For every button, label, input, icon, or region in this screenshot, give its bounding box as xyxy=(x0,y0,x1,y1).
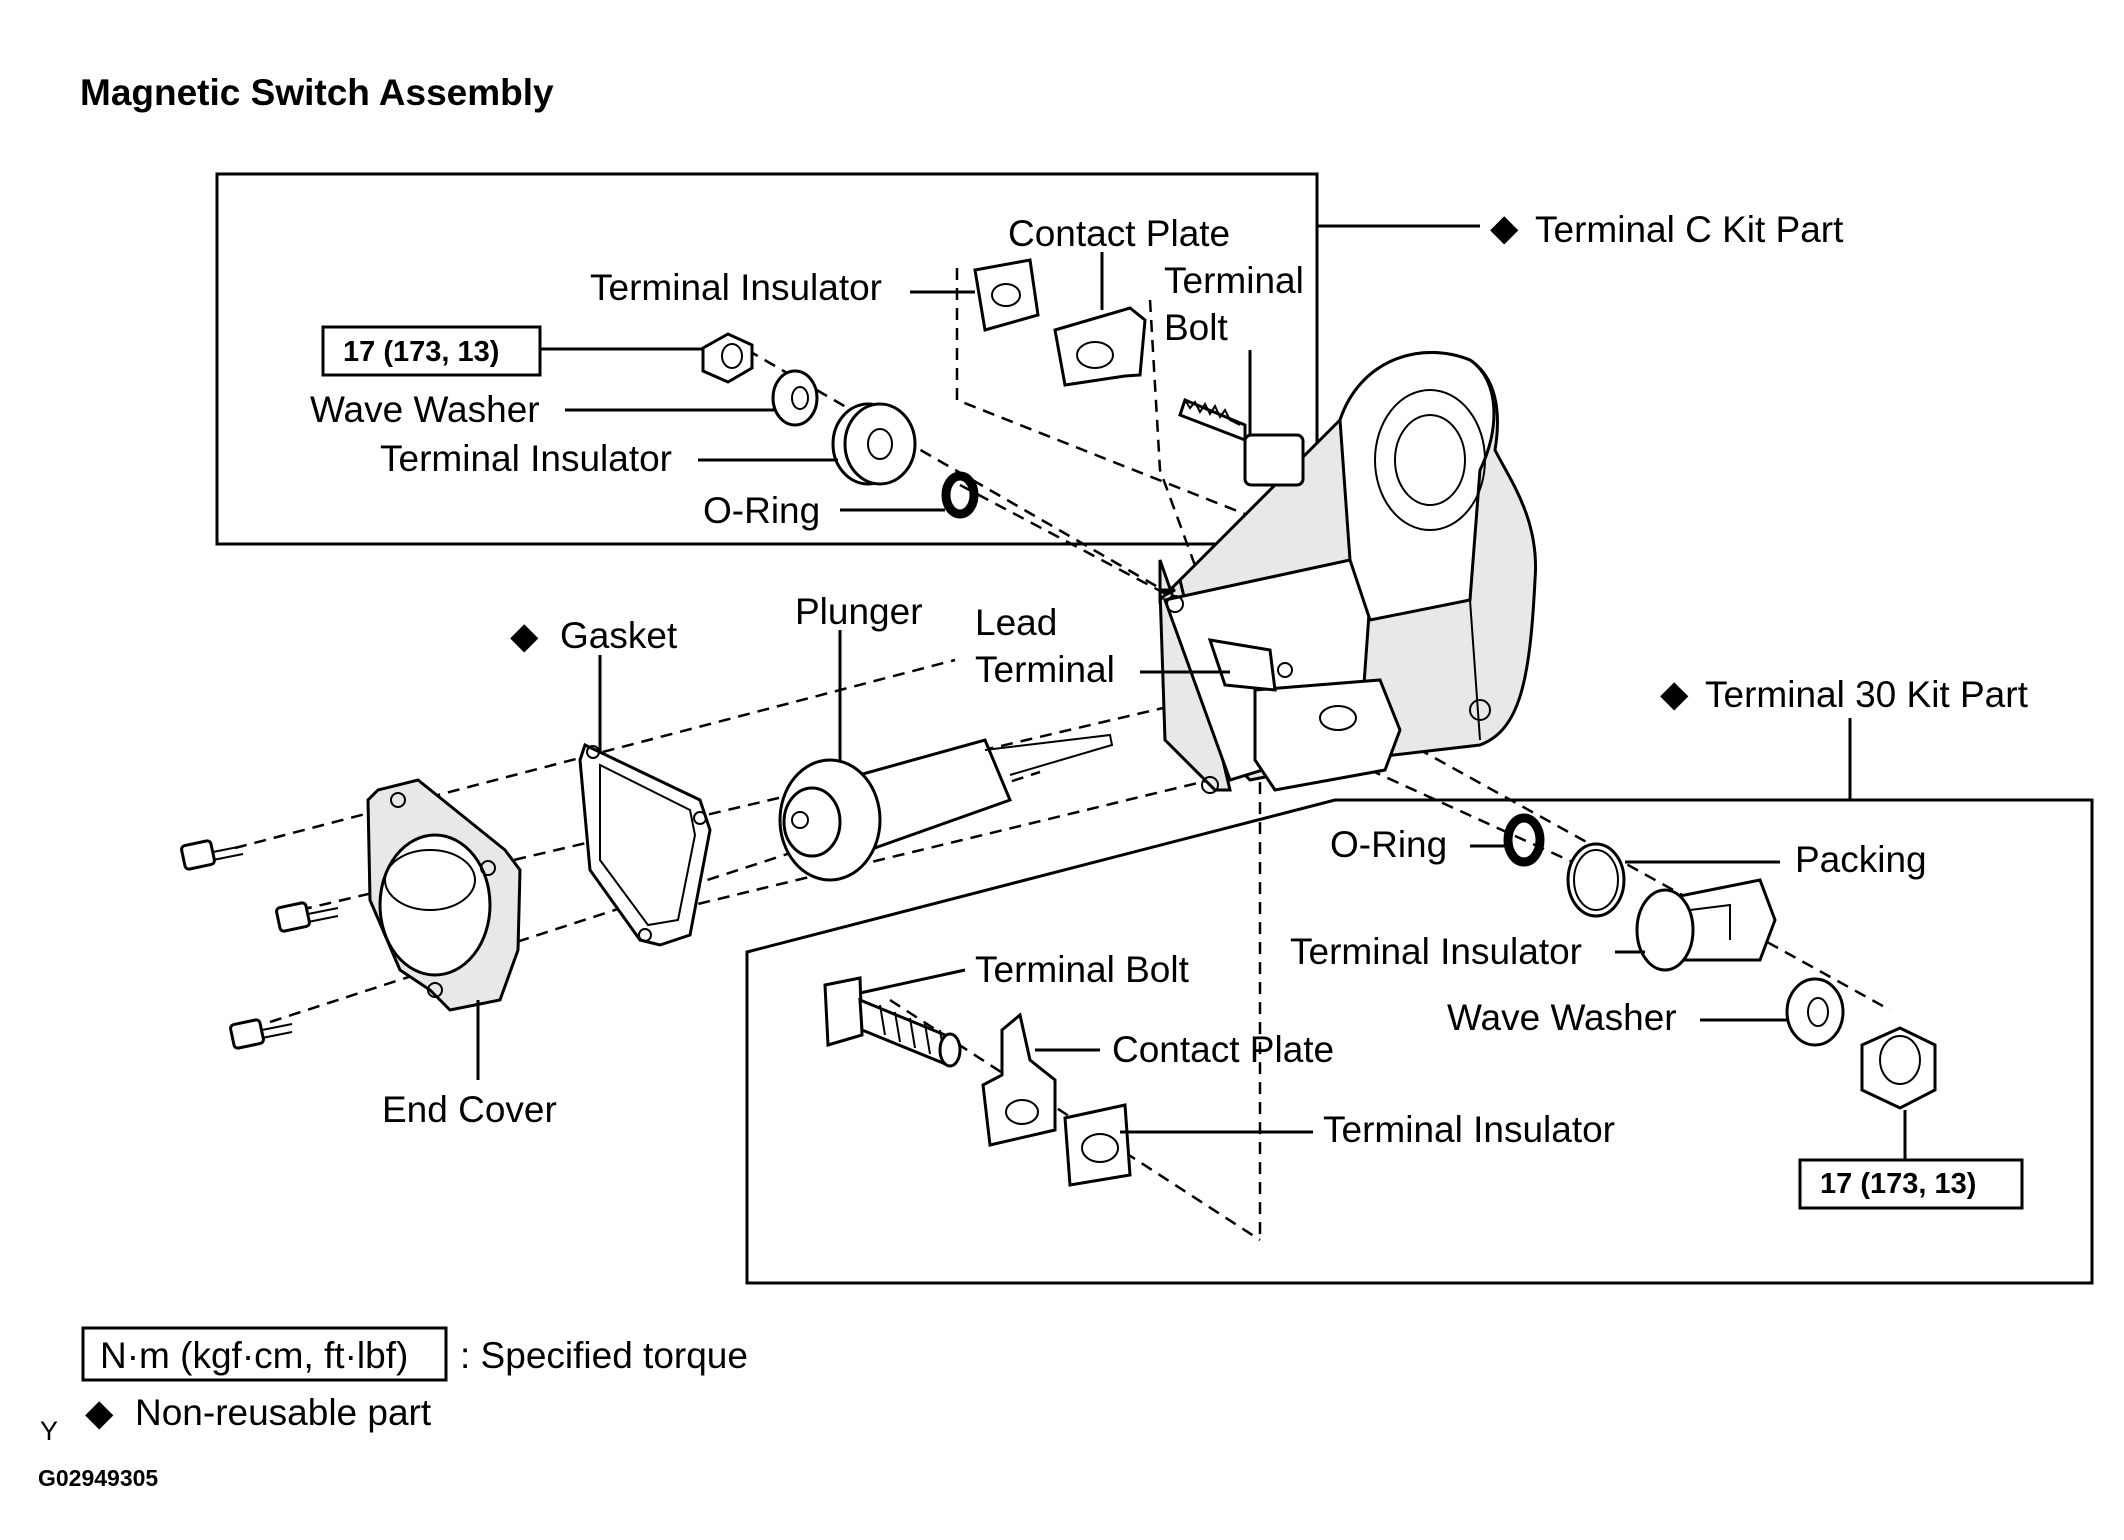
plunger-part xyxy=(778,733,1114,882)
bolt-middle-part xyxy=(275,901,339,933)
torque-box-c xyxy=(321,325,542,377)
terminal-bolt-30-part xyxy=(823,976,962,1068)
legend-nonreusable-text: Non-reusable part xyxy=(135,1392,432,1433)
wave-washer-30-label: Wave Washer xyxy=(1447,997,1677,1038)
legend-torque-text: : Specified torque xyxy=(460,1335,748,1376)
terminal-insulator-c-top-label: Terminal Insulator xyxy=(590,267,882,308)
footer-letter: Y xyxy=(40,1416,58,1446)
o-ring-30-part xyxy=(1503,813,1545,867)
contact-plate-c-label: Contact Plate xyxy=(1008,213,1230,254)
footer-code: G02949305 xyxy=(38,1465,158,1491)
wave-washer-c-label: Wave Washer xyxy=(310,389,540,430)
lead-terminal-label-1: Lead xyxy=(975,602,1057,643)
plunger-label: Plunger xyxy=(795,591,923,632)
packing-part xyxy=(1566,842,1626,918)
legend-torque-box xyxy=(81,1326,448,1382)
terminal-30-kit-box xyxy=(745,798,2094,1285)
contact-plate-c-part xyxy=(1053,306,1147,387)
terminal-bolt-c-label-2: Bolt xyxy=(1164,307,1228,348)
contact-plate-30-part xyxy=(981,1012,1057,1147)
terminal-insulator-30-part xyxy=(1635,878,1777,972)
gasket-diamond: ◆ xyxy=(510,615,539,656)
contact-plate-30-label: Contact Plate xyxy=(1112,1029,1334,1070)
gasket-part xyxy=(578,742,712,947)
torque-box-30 xyxy=(1798,1158,2024,1210)
terminal-30-kit-label: Terminal 30 Kit Part xyxy=(1705,674,2029,715)
terminal-insulator-c-top-part xyxy=(973,258,1040,332)
terminal-insulator-c-bottom-part xyxy=(831,402,917,486)
bolt-upper-part xyxy=(180,839,244,871)
terminal-c-kit-diamond: ◆ xyxy=(1490,207,1519,248)
terminal-bolt-c-label-1: Terminal xyxy=(1164,260,1304,301)
terminal-insulator-30-bottom-label: Terminal Insulator xyxy=(1323,1109,1615,1150)
terminal-30-kit-diamond: ◆ xyxy=(1660,673,1689,714)
end-cover-label: End Cover xyxy=(382,1089,557,1130)
torque-c-value: 17 (173, 13) xyxy=(343,336,499,368)
end-cover-part xyxy=(366,778,522,1012)
terminal-insulator-30-bottom-part xyxy=(1063,1103,1132,1187)
o-ring-c-part xyxy=(941,471,979,519)
gasket-label: Gasket xyxy=(560,615,678,656)
terminal-bolt-30-label: Terminal Bolt xyxy=(975,949,1190,990)
terminal-insulator-c-bottom-label: Terminal Insulator xyxy=(380,438,672,479)
packing-label: Packing xyxy=(1795,839,1927,880)
nut-c-part xyxy=(701,332,754,384)
legend-torque-units: N·m (kgf·cm, ft·lbf) xyxy=(100,1335,408,1376)
terminal-c-kit-box xyxy=(215,172,1319,546)
torque-30-value: 17 (173, 13) xyxy=(1820,1168,1976,1200)
diagram-title: Magnetic Switch Assembly xyxy=(80,72,554,113)
bolt-lower-part xyxy=(229,1018,293,1050)
wave-washer-c-part xyxy=(771,369,819,427)
switch-housing xyxy=(1158,351,1538,794)
nut-30-part xyxy=(1860,1026,1937,1110)
o-ring-30-label: O-Ring xyxy=(1330,824,1447,865)
lead-terminal-label-2: Terminal xyxy=(975,649,1115,690)
wave-washer-30-part xyxy=(1785,977,1845,1047)
terminal-insulator-30-top-label: Terminal Insulator xyxy=(1290,931,1582,972)
terminal-c-kit-label: Terminal C Kit Part xyxy=(1535,209,1844,250)
terminal-bolt-c-part xyxy=(1178,397,1305,487)
o-ring-c-label: O-Ring xyxy=(703,490,820,531)
legend-diamond: ◆ xyxy=(85,1392,114,1433)
